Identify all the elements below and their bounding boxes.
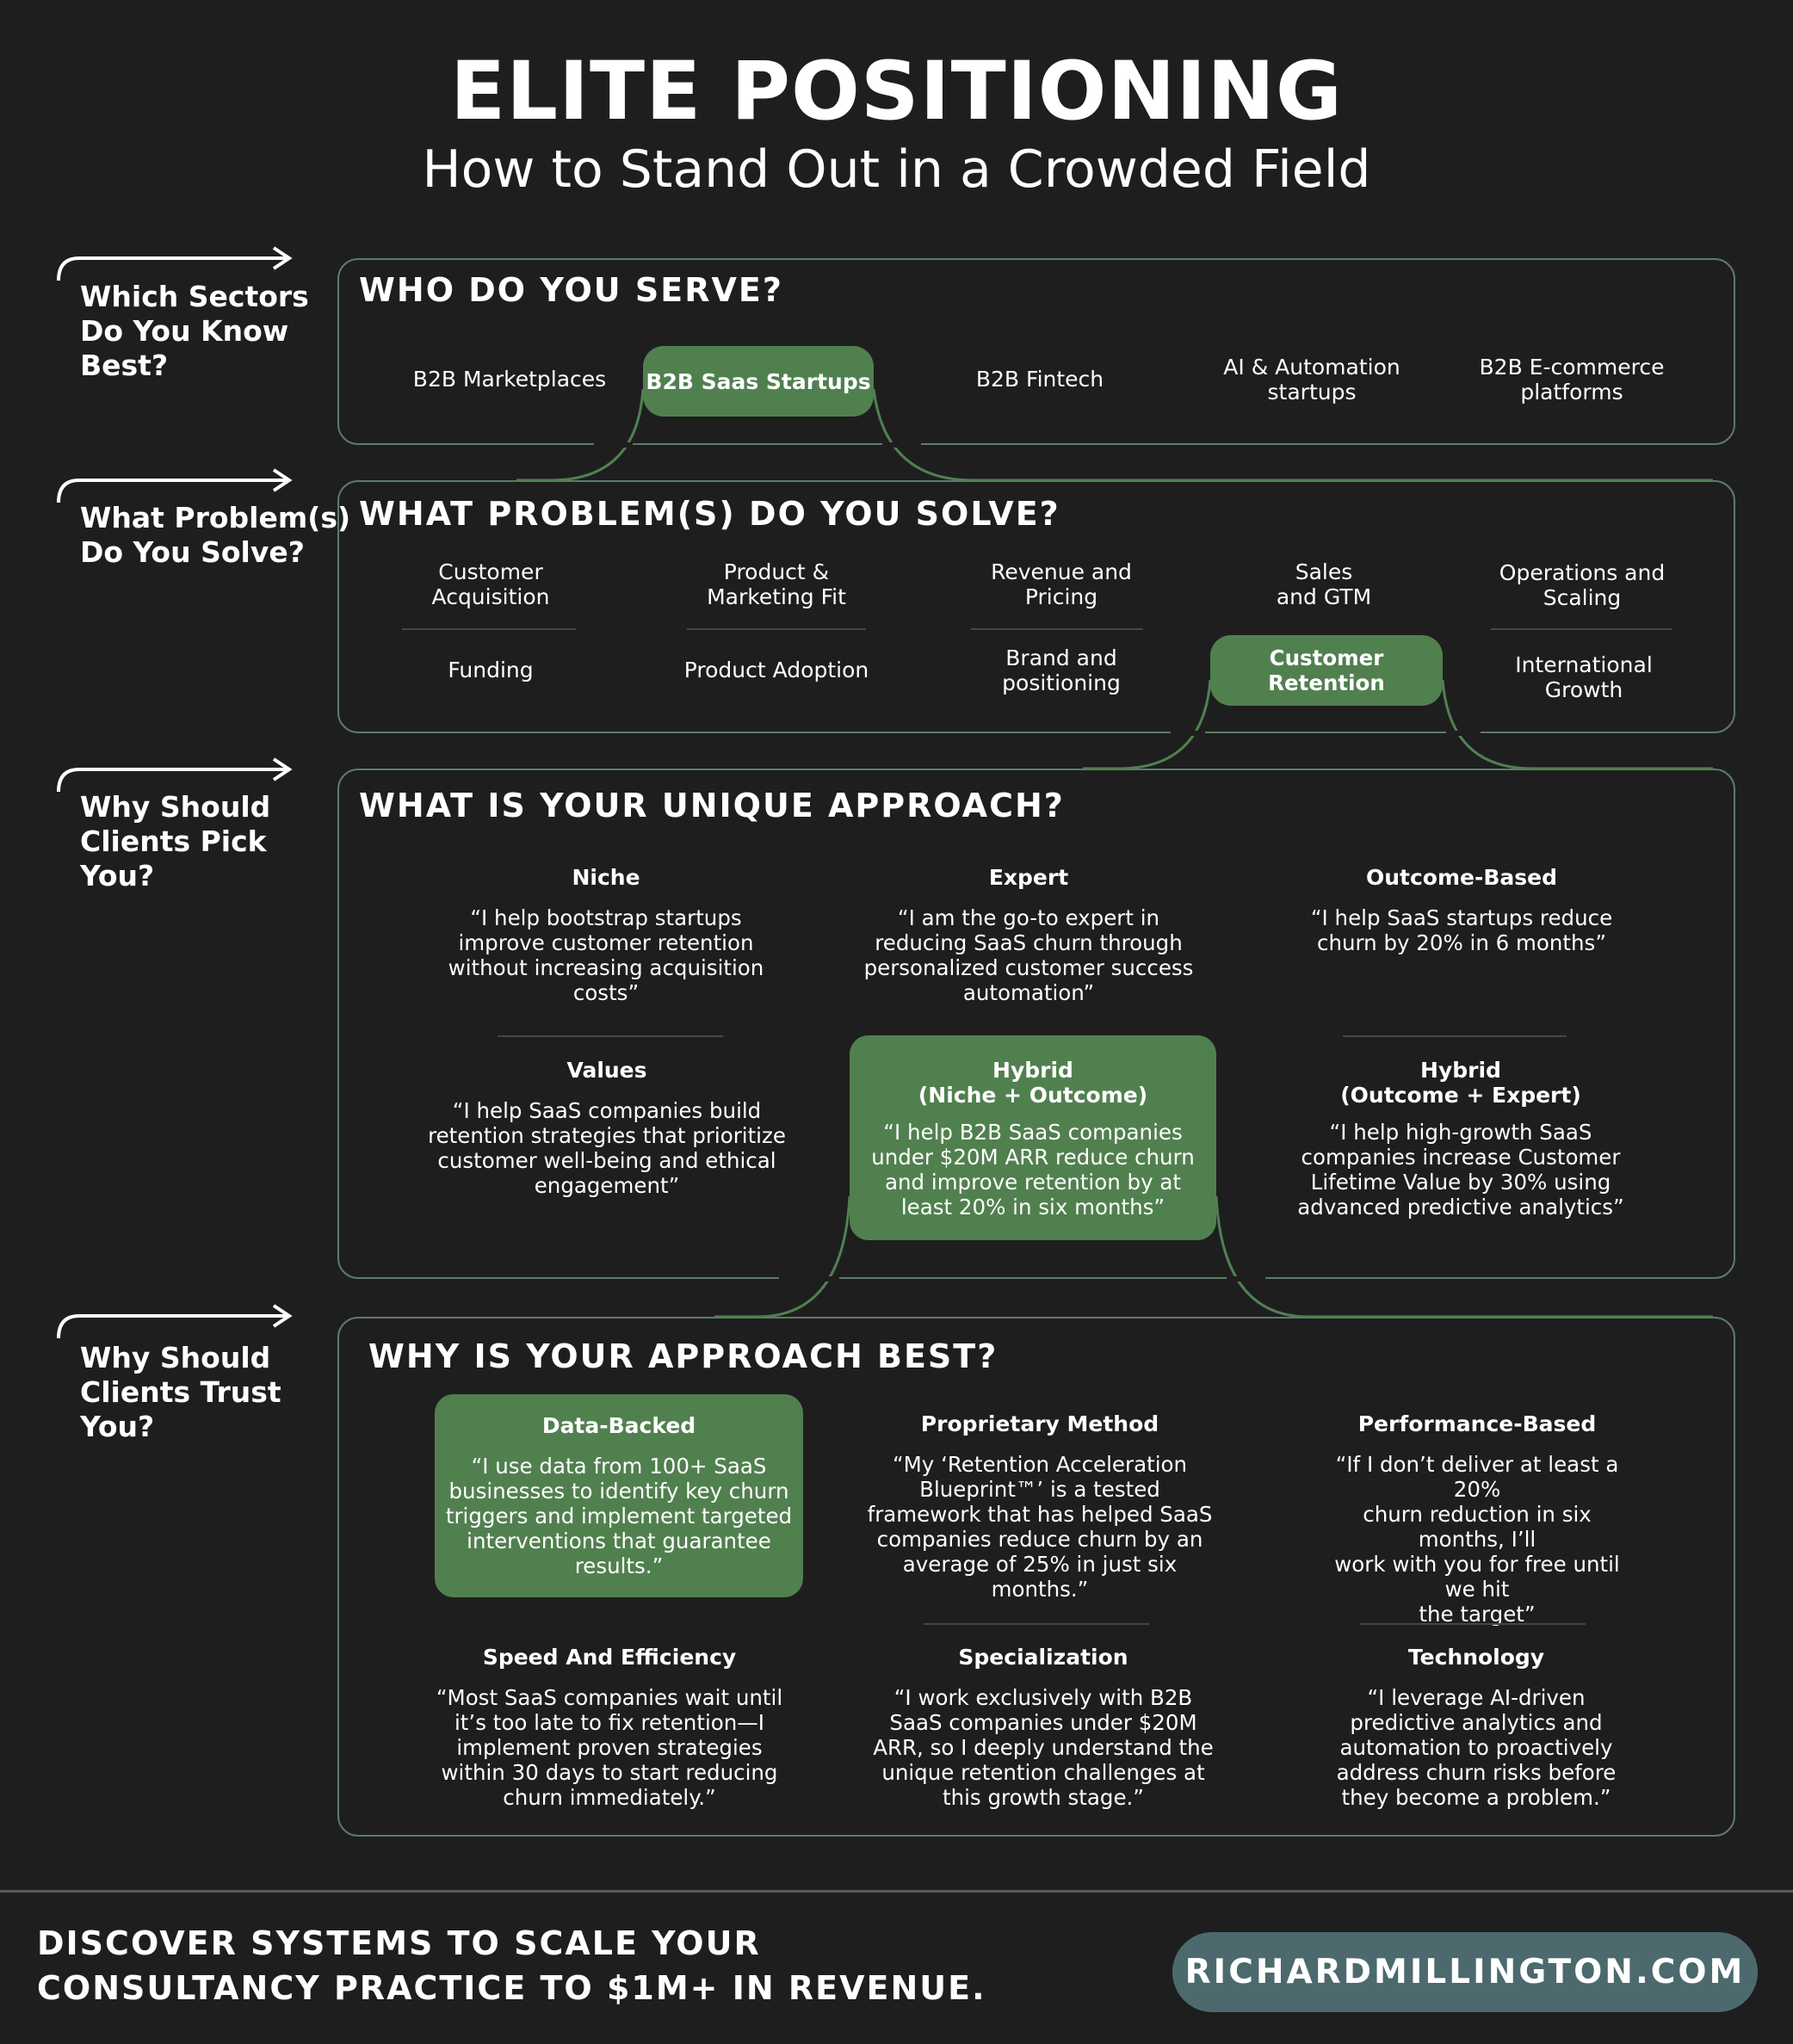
divider bbox=[687, 628, 866, 630]
arrow-right-icon bbox=[57, 468, 293, 503]
divider bbox=[924, 1623, 1149, 1625]
best-card-specialization: Specialization “I work exclusively with … bbox=[873, 1645, 1214, 1810]
footer-divider bbox=[0, 1890, 1793, 1893]
arrow-right-icon bbox=[57, 757, 293, 793]
sector-item[interactable]: B2B Marketplaces bbox=[412, 367, 607, 392]
divider bbox=[971, 628, 1143, 630]
footer-tagline: DISCOVER SYSTEMS TO SCALE YOUR CONSULTAN… bbox=[37, 1924, 986, 2007]
sector-item-selected[interactable]: B2B Saas Startups bbox=[643, 346, 874, 417]
approach-card-hybrid-selected[interactable]: Hybrid(Niche + Outcome) “I help B2B SaaS… bbox=[850, 1035, 1216, 1240]
problem-item[interactable]: Funding bbox=[448, 658, 534, 682]
problem-item-selected[interactable]: Customer Retention bbox=[1210, 635, 1443, 706]
panel-approach bbox=[337, 769, 1735, 1279]
problem-item[interactable]: Product &Marketing Fit bbox=[707, 559, 846, 609]
arrow-right-icon bbox=[57, 1304, 293, 1339]
divider bbox=[498, 1035, 723, 1037]
divider bbox=[1360, 1623, 1586, 1625]
best-card-performance: Performance-Based “If I don’t deliver at… bbox=[1334, 1411, 1620, 1627]
approach-card-hybrid-outcome-expert: Hybrid(Outcome + Expert) “I help high-gr… bbox=[1297, 1058, 1624, 1220]
best-card-speed: Speed And Efficiency “Most SaaS companie… bbox=[436, 1645, 783, 1810]
sector-item[interactable]: B2B Fintech bbox=[975, 367, 1104, 392]
page-title: ELITE POSITIONING bbox=[449, 45, 1344, 139]
panel-best-title: WHY IS YOUR APPROACH BEST? bbox=[368, 1337, 999, 1375]
page-subtitle: How to Stand Out in a Crowded Field bbox=[422, 139, 1371, 200]
panel-problems-title: WHAT PROBLEM(S) DO YOU SOLVE? bbox=[359, 495, 1060, 533]
divider bbox=[1343, 1035, 1567, 1037]
arrow-right-icon bbox=[57, 246, 293, 281]
panel-approach-title: WHAT IS YOUR UNIQUE APPROACH? bbox=[359, 787, 1065, 824]
panel-serve-title: WHO DO YOU SERVE? bbox=[359, 271, 783, 309]
approach-card-outcome: Outcome-Based “I help SaaS startups redu… bbox=[1310, 865, 1613, 955]
side-label-problems: What Problem(s)Do You Solve? bbox=[80, 501, 351, 569]
best-card-proprietary: Proprietary Method “My ‘Retention Accele… bbox=[867, 1411, 1213, 1602]
panel-best bbox=[337, 1317, 1735, 1837]
divider bbox=[1491, 628, 1672, 630]
divider bbox=[402, 628, 576, 630]
problem-item[interactable]: Product Adoption bbox=[683, 658, 869, 682]
website-link-button[interactable]: RICHARDMILLINGTON.COM bbox=[1172, 1932, 1758, 2012]
